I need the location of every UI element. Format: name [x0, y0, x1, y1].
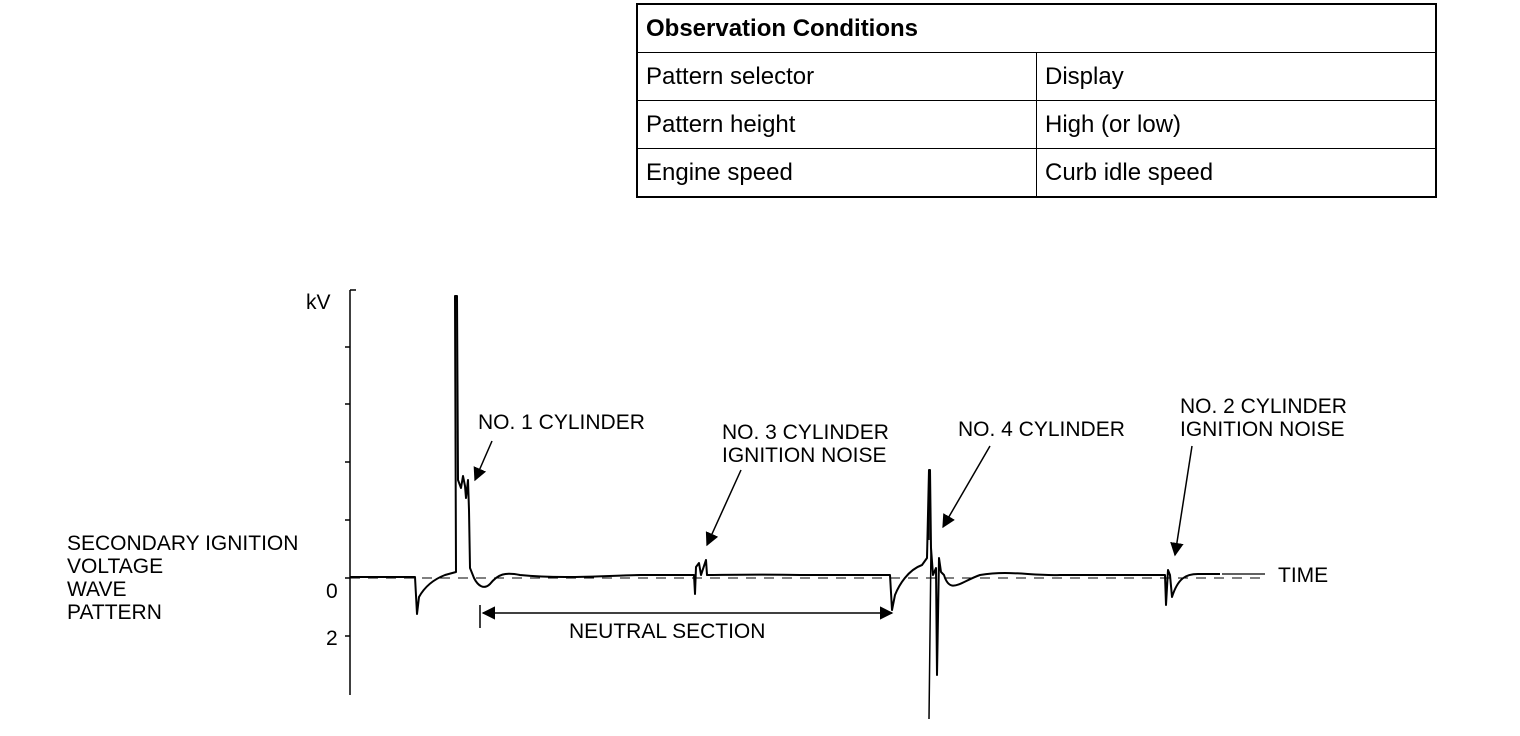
condition-value: Curb idle speed: [1036, 148, 1437, 198]
svg-text:PATTERN: PATTERN: [67, 601, 162, 624]
table-row: Pattern selector Display: [636, 52, 1437, 101]
svg-text:NO. 4 CYLINDER: NO. 4 CYLINDER: [958, 418, 1125, 441]
waveform-spike: [928, 470, 932, 720]
arrow-icon: [942, 445, 991, 529]
condition-label: Pattern selector: [636, 52, 1037, 101]
annotation-cylinder-1: NO. 1 CYLINDER: [473, 411, 645, 482]
table-row: Pattern height High (or low): [636, 100, 1437, 149]
x-axis-label: TIME: [1278, 564, 1328, 587]
svg-text:WAVE: WAVE: [67, 578, 127, 601]
y-unit-label: kV: [306, 291, 331, 314]
svg-text:NO. 3 CYLINDER: NO. 3 CYLINDER: [722, 421, 889, 444]
condition-value: Display: [1036, 52, 1437, 101]
svg-text:NO. 2 CYLINDER: NO. 2 CYLINDER: [1180, 395, 1347, 418]
svg-text:NEUTRAL SECTION: NEUTRAL SECTION: [569, 620, 765, 643]
arrow-icon: [473, 440, 493, 482]
observation-conditions-table: Observation Conditions Pattern selector …: [636, 3, 1437, 198]
neutral-section-indicator: NEUTRAL SECTION: [479, 605, 894, 643]
condition-label: Engine speed: [636, 148, 1037, 198]
arrow-icon: [705, 469, 742, 547]
waveform-trace: [350, 295, 1220, 676]
condition-label: Pattern height: [636, 100, 1037, 149]
pattern-label: SECONDARY IGNITION VOLTAGE WAVE PATTERN: [67, 532, 298, 624]
svg-text:IGNITION NOISE: IGNITION NOISE: [1180, 418, 1345, 441]
y-tick-label: 0: [326, 580, 338, 603]
svg-text:VOLTAGE: VOLTAGE: [67, 555, 163, 578]
y-axis: [345, 289, 356, 695]
y-tick-label: 2: [326, 627, 338, 650]
annotation-cylinder-2-noise: NO. 2 CYLINDER IGNITION NOISE: [1170, 395, 1347, 557]
svg-text:SECONDARY IGNITION: SECONDARY IGNITION: [67, 532, 298, 555]
annotation-cylinder-3-noise: NO. 3 CYLINDER IGNITION NOISE: [705, 421, 889, 547]
arrow-icon: [1170, 445, 1193, 557]
annotation-cylinder-4: NO. 4 CYLINDER: [942, 418, 1125, 529]
svg-text:IGNITION NOISE: IGNITION NOISE: [722, 444, 887, 467]
condition-value: High (or low): [1036, 100, 1437, 149]
table-row: Engine speed Curb idle speed: [636, 148, 1437, 198]
svg-text:NO. 1 CYLINDER: NO. 1 CYLINDER: [478, 411, 645, 434]
